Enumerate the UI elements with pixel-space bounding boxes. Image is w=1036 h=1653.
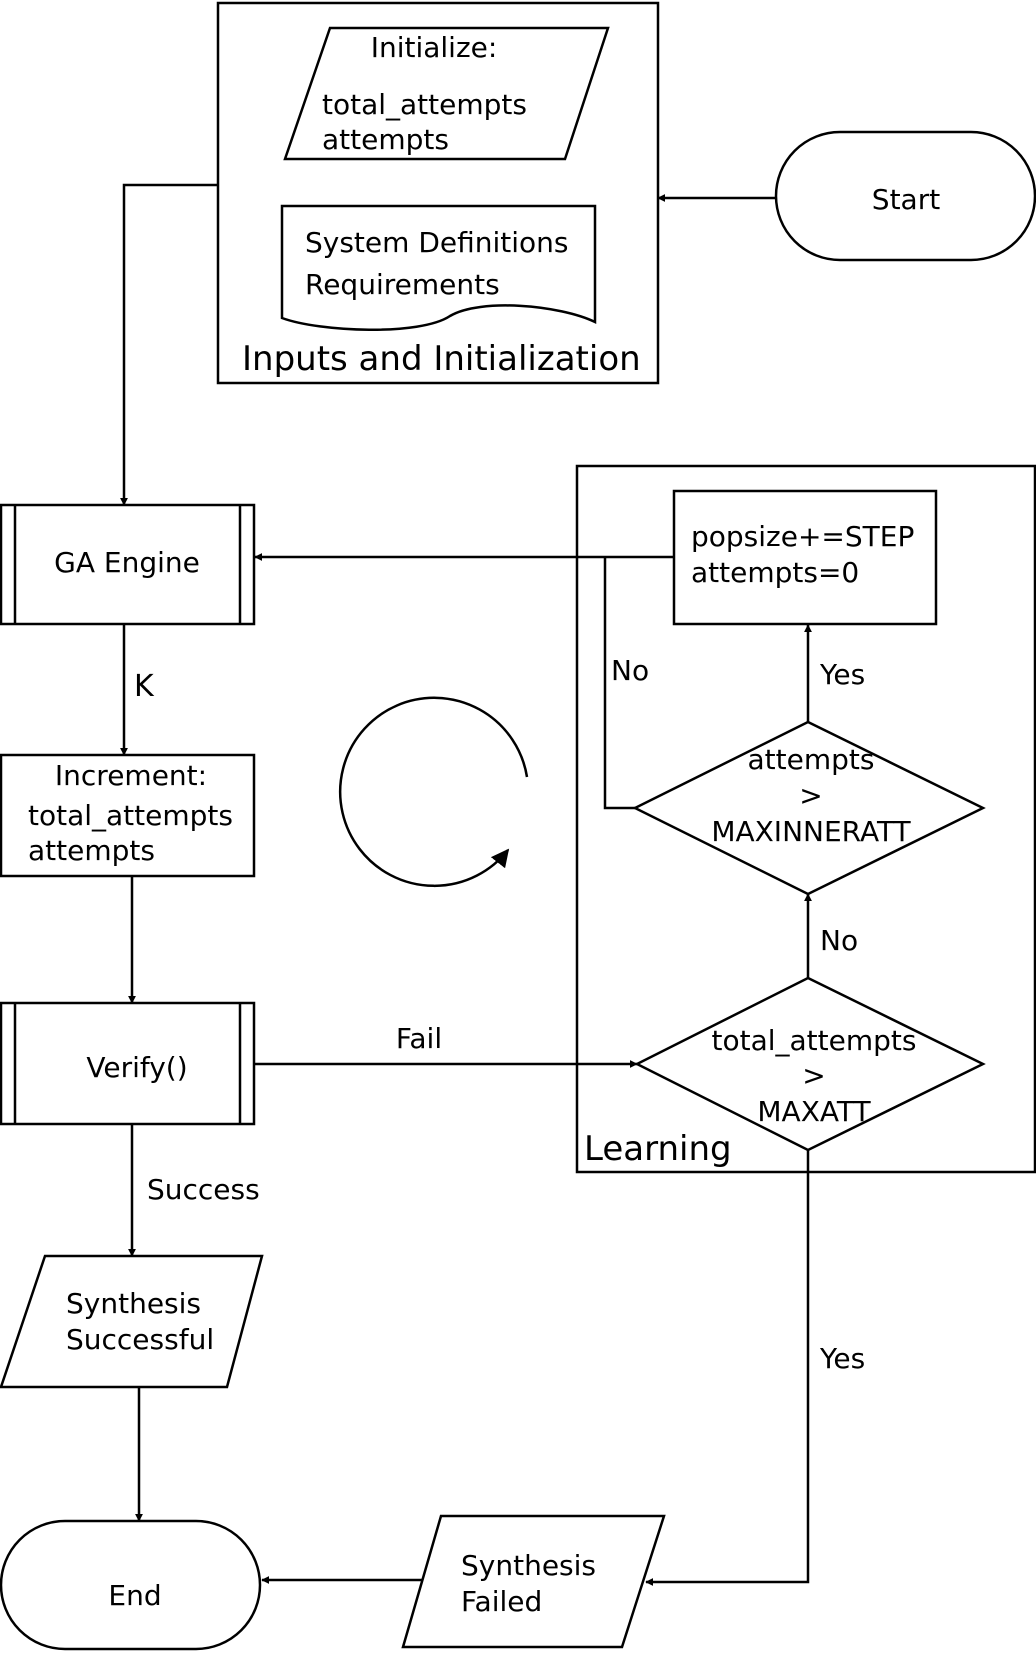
system-doc-line-2: Requirements — [305, 268, 500, 301]
outer-decision — [634, 976, 986, 1152]
learning-group-frame — [575, 464, 1036, 1174]
edge-label-inner-no: No — [611, 654, 649, 687]
edge-label-k: K — [134, 669, 155, 704]
end-terminator — [0, 1519, 262, 1651]
edge-inputs-to-ga — [120, 183, 218, 506]
outer-decision-line-1: total_attempts — [712, 1024, 917, 1057]
failed-output — [401, 1514, 666, 1649]
success-output-line-1: Synthesis — [66, 1287, 201, 1320]
initialize-line-2: attempts — [322, 123, 449, 156]
increment-line-2: attempts — [28, 834, 155, 867]
learning-group-label: Learning — [584, 1129, 732, 1169]
inner-decision-line-1: attempts — [748, 743, 875, 776]
start-terminator — [774, 130, 1036, 262]
failed-output-line-2: Failed — [461, 1585, 542, 1618]
inner-decision — [632, 720, 986, 896]
increment-process — [0, 753, 256, 878]
increment-title: Increment: — [55, 759, 207, 792]
outer-decision-line-3: MAXATT — [757, 1095, 871, 1128]
failed-output-line-1: Synthesis — [461, 1549, 596, 1582]
ga-engine-label: GA Engine — [54, 546, 200, 579]
edge-label-success: Success — [147, 1173, 260, 1206]
edge-label-outer-yes: Yes — [819, 1342, 865, 1375]
inputs-group-label: Inputs and Initialization — [242, 339, 641, 379]
start-label: Start — [872, 183, 940, 216]
edge-label-outer-no: No — [820, 924, 858, 957]
loop-cycle-icon — [338, 696, 529, 888]
system-document — [280, 204, 597, 331]
inner-decision-line-2: > — [799, 779, 822, 812]
edge-inner-no — [603, 557, 635, 810]
system-doc-line-1: System Definitions — [305, 226, 568, 259]
inner-decision-line-3: MAXINNERATT — [711, 815, 911, 848]
verify-label: Verify() — [86, 1051, 187, 1084]
success-output-line-2: Successful — [66, 1323, 214, 1356]
end-label: End — [108, 1579, 161, 1612]
increment-line-1: total_attempts — [28, 799, 233, 832]
edge-label-fail: Fail — [396, 1022, 442, 1055]
success-output — [0, 1254, 264, 1389]
outer-decision-line-2: > — [802, 1059, 825, 1092]
popsize-process — [672, 489, 938, 626]
inputs-group-frame — [216, 1, 660, 385]
edge-outer-yes — [645, 1150, 810, 1586]
edge-label-inner-yes: Yes — [819, 658, 865, 691]
initialize-title: Initialize: — [371, 31, 498, 64]
ga-engine-process — [0, 503, 256, 626]
initialize-box — [283, 26, 610, 161]
verify-process — [0, 1001, 256, 1126]
initialize-line-1: total_attempts — [322, 88, 527, 121]
popsize-line-1: popsize+=STEP — [691, 520, 914, 553]
popsize-line-2: attempts=0 — [691, 556, 859, 589]
